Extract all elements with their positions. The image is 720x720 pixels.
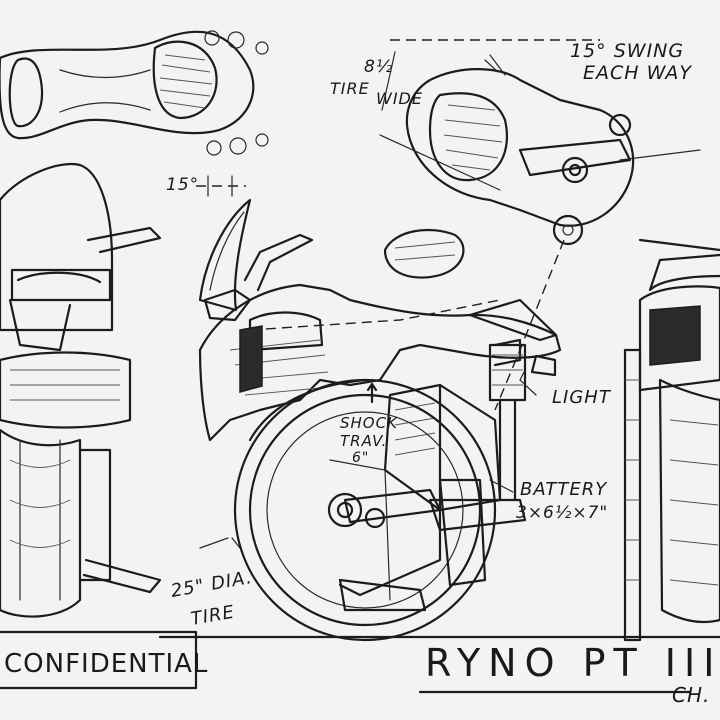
- tire-diameter-label-line1: 25" DIA.: [169, 567, 254, 602]
- top-view-swingarm: [379, 39, 701, 246]
- rear-view: [623, 238, 720, 642]
- confidential-stamp: CONFIDENTIAL: [4, 649, 208, 679]
- drawing-title: RYNO PT III: [425, 641, 720, 685]
- battery-label-line2: 3×6½×7": [516, 503, 608, 523]
- shock-label-line2: TRAV.: [340, 432, 387, 450]
- confidential-box: [0, 630, 198, 690]
- tire-width-label-tire: TIRE: [330, 79, 370, 98]
- tire-width-label-wide: WIDE: [376, 89, 423, 108]
- tire-width-label-number: 8½: [364, 57, 393, 77]
- side-view-motorcycle: [158, 198, 720, 642]
- centerline: [249, 299, 501, 331]
- tire-diameter-label-line2: TIRE: [189, 602, 236, 630]
- battery-label-line1: BATTERY: [520, 479, 608, 500]
- swing-label-line1: 15° SWING: [570, 40, 684, 62]
- shock-label-line3: 6": [352, 450, 369, 466]
- light-label: LIGHT: [552, 387, 612, 408]
- front-view: [0, 162, 162, 618]
- shock-label-line1: SHOCK: [340, 414, 398, 432]
- artist-initials: CH.: [672, 683, 710, 707]
- title-block: [0, 630, 692, 694]
- angle-label-top: 15°: [166, 175, 199, 195]
- top-view-seat: [0, 30, 269, 197]
- swing-label-line2: EACH WAY: [583, 62, 692, 84]
